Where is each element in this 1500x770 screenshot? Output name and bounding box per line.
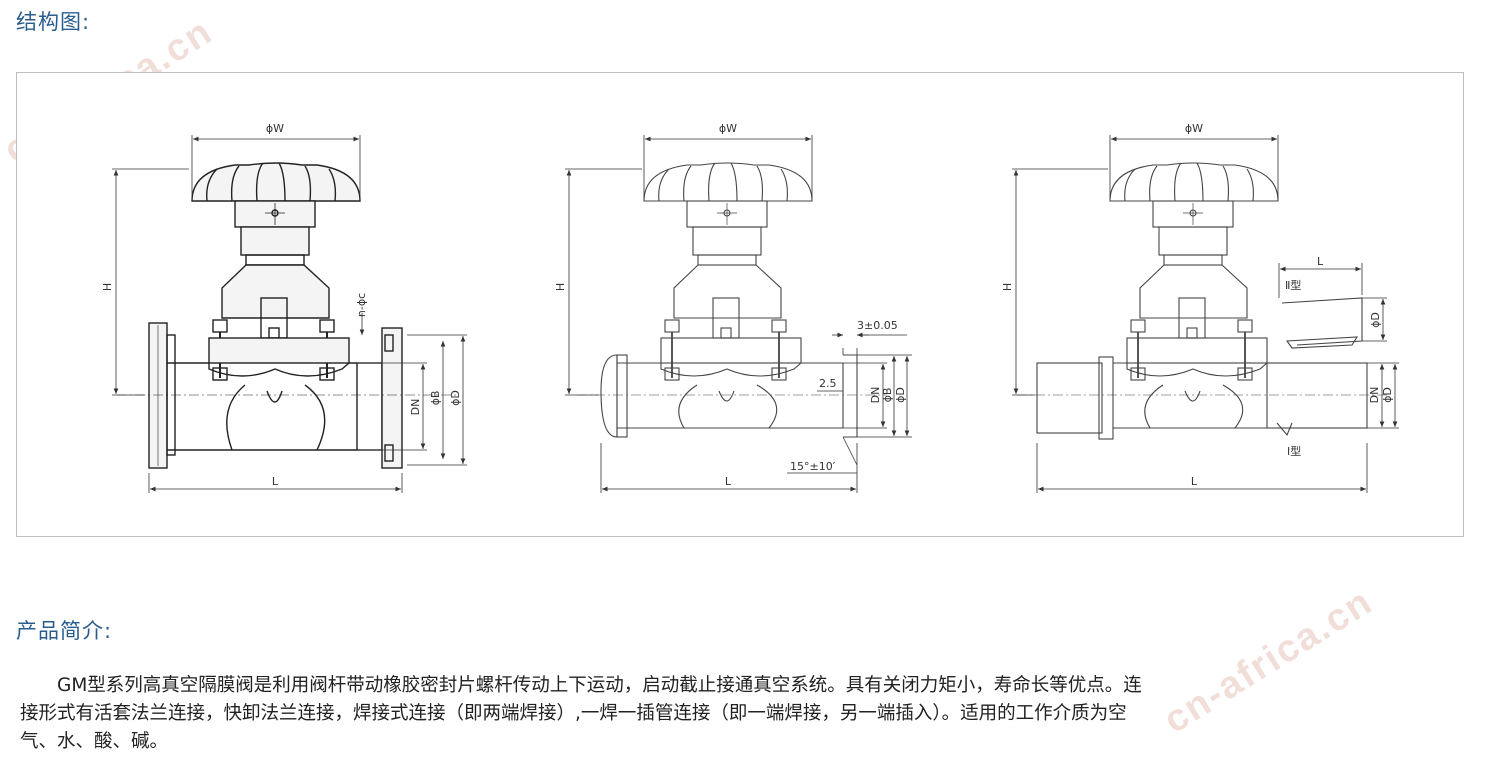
d1-l-label: L [272, 475, 279, 488]
d2-2-5-label: 2.5 [819, 377, 837, 390]
d2-b-label: ϕB [881, 388, 894, 403]
d2-dn-label: DN [869, 387, 882, 404]
d1-w-label: ϕW [266, 122, 284, 135]
d3-d2-label: ϕD [1369, 312, 1382, 328]
d2-tolerance-label: 3±0.05 [857, 319, 898, 332]
diagram-3-dimensions [1012, 135, 1399, 493]
d3-l2-label: L [1317, 255, 1324, 268]
intro-title: 产品简介: [16, 619, 113, 643]
diagram-1-dimensions [112, 135, 467, 493]
watermark-bottom: cn-africa.cn [1156, 580, 1381, 742]
d1-h-label: H [101, 283, 114, 291]
intro-text: GM型系列高真空隔膜阀是利用阀杆带动橡胶密封片螺杆传动上下运动，启动截止接通真空… [20, 675, 1142, 752]
d3-type2-label: Ⅱ型 [1285, 278, 1301, 292]
d1-dn-label: DN [409, 399, 422, 416]
structure-diagram-frame: ϕW L H n-ϕc DN ϕB ϕD [16, 72, 1464, 537]
diagram-2-dimensions [565, 135, 912, 493]
d2-l-label: L [725, 475, 732, 488]
d1-b-label: ϕB [429, 391, 442, 406]
d3-d-label: ϕD [1381, 387, 1394, 403]
d3-type1-label: Ⅰ型 [1287, 444, 1301, 458]
d2-h-label: H [554, 283, 567, 291]
d3-dn-label: DN [1368, 387, 1381, 404]
d2-w-label: ϕW [719, 122, 737, 135]
d2-d-label: ϕD [894, 387, 907, 403]
d1-d-label: ϕD [449, 390, 462, 406]
d2-angle-label: 15°±10′ [790, 460, 836, 473]
diagram-3-weld-insert-valve [1017, 162, 1387, 440]
d3-h-label: H [1001, 283, 1014, 291]
d3-l-label: L [1191, 475, 1198, 488]
d1-nc-label: n-ϕc [355, 293, 368, 317]
diagram-1-flanged-valve [117, 162, 457, 469]
diagram-2-clamp-valve [577, 162, 887, 438]
structure-title: 结构图: [16, 10, 91, 34]
valve-drawings: ϕW L H n-ϕc DN ϕB ϕD [101, 122, 1399, 493]
d3-w-label: ϕW [1185, 122, 1203, 135]
